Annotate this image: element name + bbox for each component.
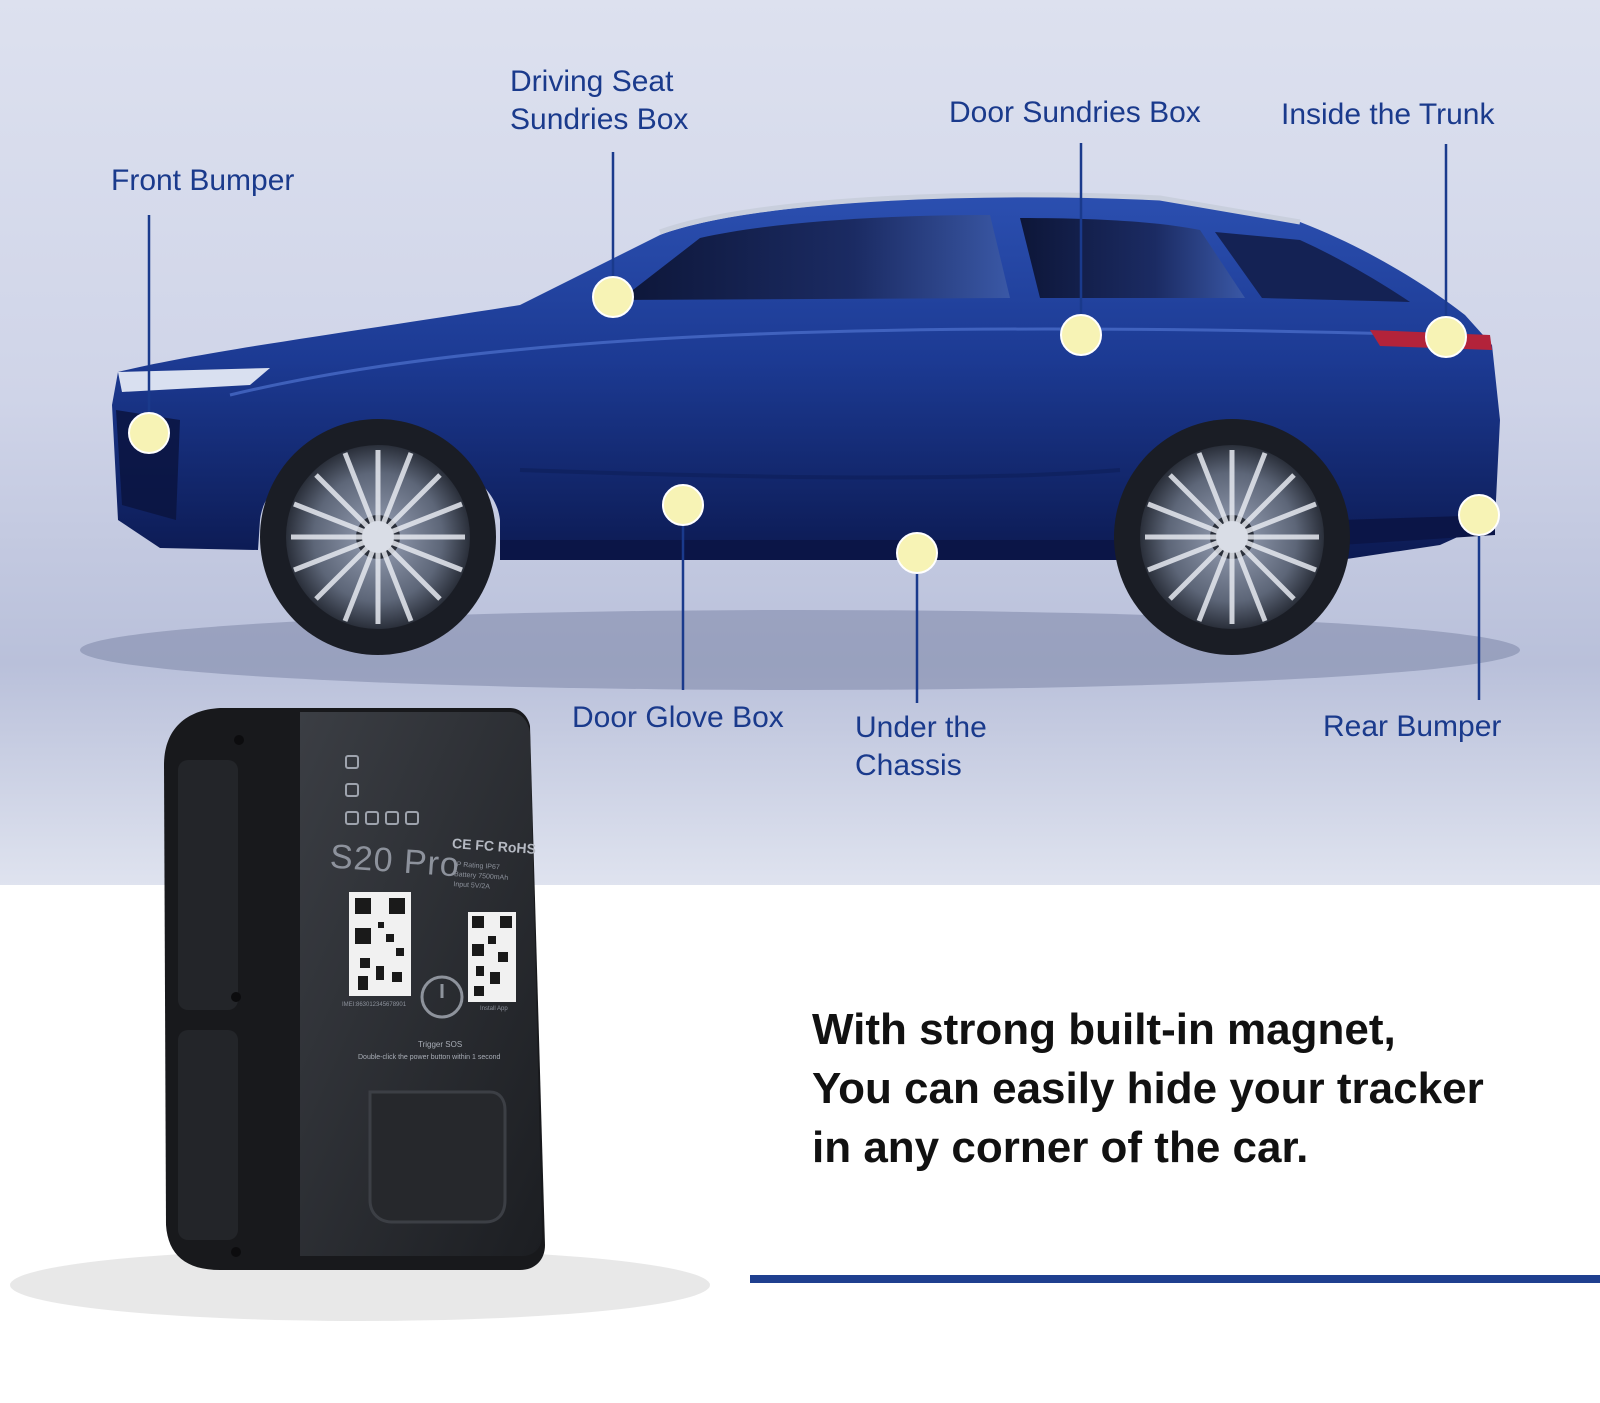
label-door-sundries: Door Sundries Box bbox=[949, 96, 1201, 129]
marker-door-glove bbox=[662, 484, 704, 526]
label-front-bumper: Front Bumper bbox=[111, 164, 295, 197]
front-wheel bbox=[260, 419, 496, 655]
device-app-label: Install App bbox=[480, 1006, 508, 1012]
device-sos-hint: Double-click the power button within 1 s… bbox=[358, 1054, 501, 1061]
magnet-tagline: With strong built-in magnet, You can eas… bbox=[812, 1000, 1572, 1177]
device-trigger-sos: Trigger SOS bbox=[418, 1040, 463, 1049]
spec-value: IP67 bbox=[485, 863, 500, 872]
tagline-line: With strong built-in magnet, bbox=[812, 1005, 1396, 1054]
label-rear-bumper: Rear Bumper bbox=[1323, 710, 1502, 743]
label-under-chassis: Under the Chassis bbox=[855, 709, 987, 785]
marker-rear-bumper bbox=[1458, 494, 1500, 536]
label-line: Sundries Box bbox=[510, 103, 689, 136]
suv-illustration bbox=[112, 192, 1500, 655]
label-line: Chassis bbox=[855, 749, 962, 782]
device-spec-list: IP Rating IP67 Battery 7500mAh Input 5V/… bbox=[453, 860, 509, 894]
label-driving-seat: Driving Seat Sundries Box bbox=[510, 63, 688, 139]
spec-value: 5V/2A bbox=[470, 882, 491, 891]
tagline-line: in any corner of the car. bbox=[812, 1123, 1309, 1172]
spec-key: IP Rating bbox=[454, 861, 484, 871]
device-imei: IMEI:863012345678901 bbox=[342, 1002, 407, 1008]
marker-inside-trunk bbox=[1425, 316, 1467, 358]
accent-divider bbox=[750, 1275, 1600, 1283]
label-door-glove: Door Glove Box bbox=[572, 701, 784, 734]
tagline-line: You can easily hide your tracker bbox=[812, 1064, 1484, 1113]
rear-wheel bbox=[1114, 419, 1350, 655]
marker-under-chassis bbox=[896, 532, 938, 574]
marker-front-bumper bbox=[128, 412, 170, 454]
spec-key: Input bbox=[453, 881, 470, 890]
spec-value: 7500mAh bbox=[477, 872, 509, 882]
marker-driving-seat bbox=[592, 276, 634, 318]
spec-key: Battery bbox=[453, 871, 477, 880]
label-line: Driving Seat bbox=[510, 65, 674, 98]
marker-door-sundries bbox=[1060, 314, 1102, 356]
gps-tracker-device bbox=[10, 708, 710, 1321]
leader-lines bbox=[147, 143, 1481, 703]
label-line: Under the bbox=[855, 711, 987, 744]
label-inside-trunk: Inside the Trunk bbox=[1281, 98, 1495, 131]
